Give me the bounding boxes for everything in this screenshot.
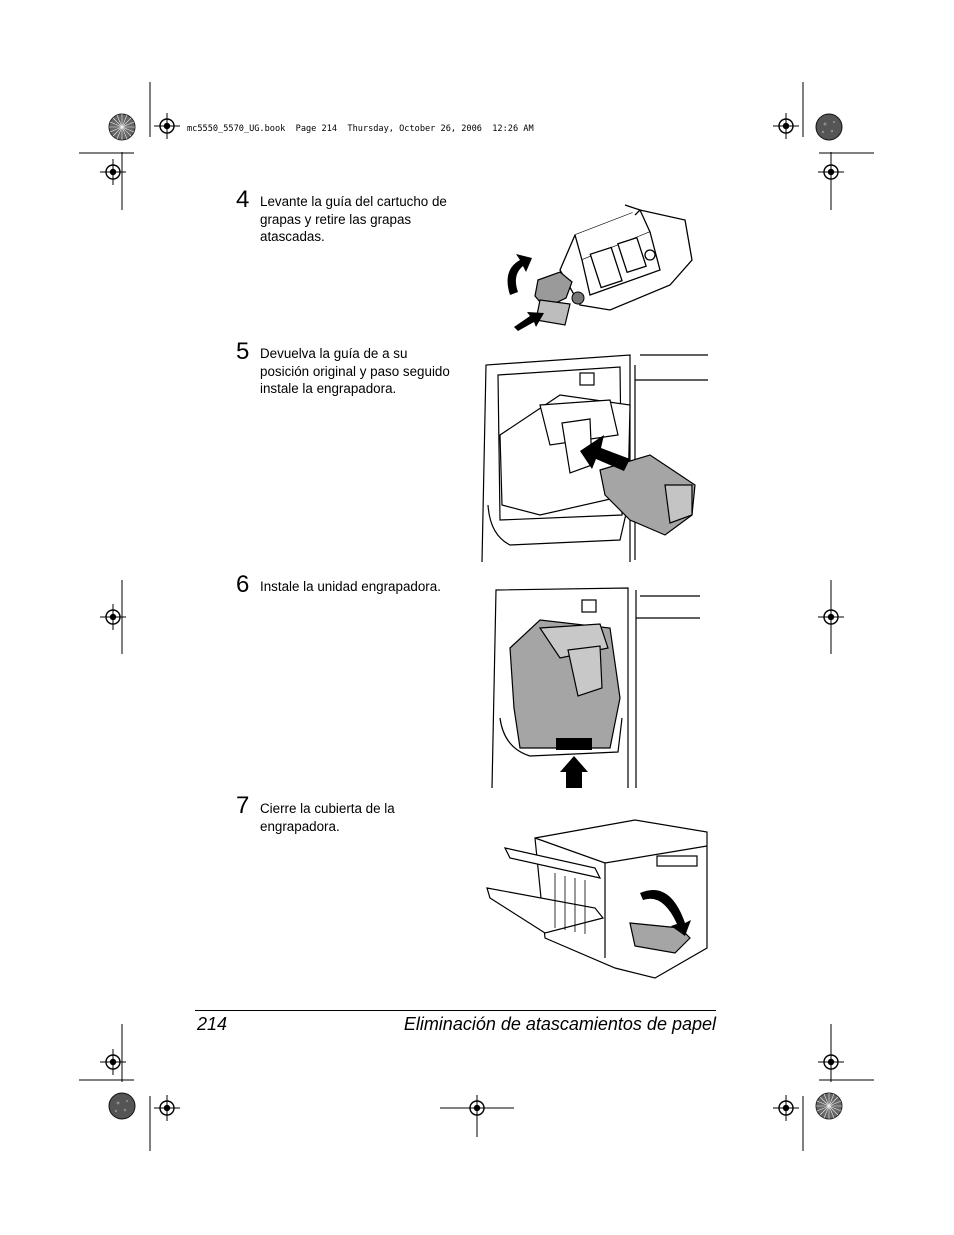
page-number: 214	[197, 1014, 228, 1034]
step-text-line: Instale la unidad engrapadora.	[260, 579, 441, 594]
color-target-icon	[815, 1092, 843, 1120]
color-target-icon	[815, 113, 843, 141]
close-cover-illustration	[486, 819, 708, 979]
step-text-line: engrapadora.	[260, 818, 340, 834]
step-number: 4	[236, 186, 250, 213]
registration-mark-icon	[817, 158, 845, 186]
step-instruction: Devuelva la guía de a su posición origin…	[260, 345, 465, 398]
step-text-line: grapas y retire las grapas	[260, 211, 412, 227]
arrow-icon	[640, 889, 691, 936]
arrow-icon	[507, 254, 544, 331]
install-stapler-illustration	[481, 354, 708, 563]
color-target-icon	[108, 1092, 136, 1120]
print-info-header: mc5550_5570_UG.book Page 214 Thursday, O…	[187, 124, 534, 134]
step-number: 6	[236, 571, 250, 598]
step-instruction: Cierre la cubierta de la engrapadora.	[260, 800, 465, 835]
step-text-line: atascadas.	[260, 229, 325, 245]
step-text-line: Levante la guía del cartucho de	[260, 194, 447, 209]
registration-mark-icon	[772, 112, 800, 140]
staple-cartridge-illustration	[507, 204, 693, 331]
step-instruction: Instale la unidad engrapadora.	[260, 578, 475, 596]
registration-mark-icon	[817, 603, 845, 631]
step-text-line: posición original y paso seguido	[260, 363, 450, 379]
registration-mark-icon	[772, 1094, 800, 1122]
footer-rule	[195, 1010, 716, 1011]
arrow-icon	[580, 435, 630, 471]
color-target-icon	[108, 113, 136, 141]
stapler-installed-illustration	[491, 587, 700, 789]
step-instruction: Levante la guía del cartucho de grapas y…	[260, 193, 465, 246]
section-title: Eliminación de atascamientos de papel	[403, 1014, 716, 1034]
step-text-line: Cierre la cubierta de la	[260, 801, 395, 816]
step-text-line: Devuelva la guía de a su	[260, 346, 408, 361]
registration-mark-icon	[153, 112, 181, 140]
step-text-line: instale la engrapadora.	[260, 381, 397, 397]
step-number: 5	[236, 338, 250, 365]
registration-mark-icon	[817, 1048, 845, 1076]
arrow-icon	[560, 756, 588, 788]
step-number: 7	[236, 792, 250, 819]
registration-mark-icon	[153, 1094, 181, 1122]
